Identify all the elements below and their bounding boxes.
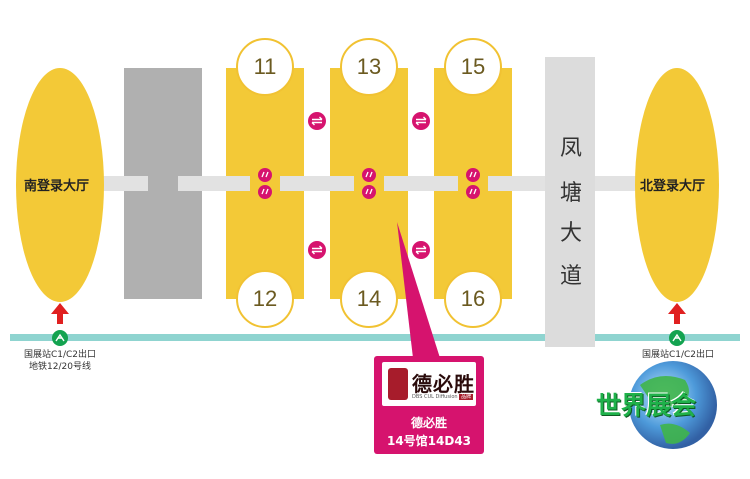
arrow-up-icon bbox=[51, 303, 69, 324]
escalator-icon bbox=[258, 168, 272, 182]
connector-icon bbox=[412, 241, 430, 259]
road-label-char: 凤 bbox=[559, 136, 582, 161]
hall-number-13[interactable]: 13 bbox=[340, 38, 398, 96]
watermark-text: 世界展会 bbox=[596, 391, 697, 420]
arrow-up-icon bbox=[668, 303, 686, 324]
connector-icon bbox=[412, 112, 430, 130]
brand-logo-text: 德必胜 bbox=[412, 372, 475, 396]
hall-number-15[interactable]: 15 bbox=[444, 38, 502, 96]
metro-icon bbox=[669, 330, 685, 346]
exhibitor-name: 德必胜 bbox=[410, 416, 447, 430]
escalator-icon bbox=[466, 185, 480, 199]
exhibitor-callout[interactable]: 德必胜 DBS CUL Diffusion 品牌 德必胜 14号馆14D43 bbox=[374, 356, 484, 454]
connector-icon bbox=[308, 241, 326, 259]
north-station-label: 国展站C1/C2出口 bbox=[636, 349, 720, 361]
escalator-icons bbox=[258, 168, 480, 199]
escalator-icon bbox=[362, 185, 376, 199]
hall-number-11[interactable]: 11 bbox=[236, 38, 294, 96]
south-station-line1: 国展站C1/C2出口 bbox=[23, 350, 97, 360]
escalator-icon bbox=[258, 185, 272, 199]
north-hall-shape[interactable] bbox=[635, 68, 719, 302]
road-label-char: 塘 bbox=[559, 181, 582, 206]
south-hall-shape[interactable] bbox=[16, 68, 104, 302]
north-hall-label: 北登录大厅 bbox=[640, 179, 706, 194]
gray-building-bottom bbox=[124, 191, 202, 299]
brand-tag: 品牌 bbox=[459, 394, 474, 400]
road-label-char: 道 bbox=[559, 264, 582, 289]
metro-icon bbox=[52, 330, 68, 346]
south-station-line2: 地铁12/20号线 bbox=[29, 362, 91, 372]
north-station-line1: 国展站C1/C2出口 bbox=[641, 350, 715, 360]
connector-icon bbox=[308, 112, 326, 130]
brand-logo: 德必胜 DBS CUL Diffusion 品牌 bbox=[382, 362, 476, 406]
gray-building-top bbox=[124, 68, 202, 176]
globe-watermark-icon bbox=[629, 361, 717, 449]
callout-pointer bbox=[397, 222, 440, 358]
connector-icons bbox=[308, 112, 430, 259]
hall-number-14[interactable]: 14 bbox=[340, 270, 398, 328]
hall-number-12[interactable]: 12 bbox=[236, 270, 294, 328]
brand-en: DBS CUL Diffusion bbox=[412, 394, 458, 400]
south-hall-label: 南登录大厅 bbox=[24, 179, 90, 194]
escalator-icon bbox=[466, 168, 480, 182]
brand-seal-icon bbox=[388, 368, 408, 400]
south-station-label: 国展站C1/C2出口 地铁12/20号线 bbox=[20, 349, 100, 373]
road-label-char: 大 bbox=[559, 221, 582, 246]
hall-number-16[interactable]: 16 bbox=[444, 270, 502, 328]
brand-logo-subtext: DBS CUL Diffusion 品牌 bbox=[412, 393, 474, 400]
metro-line bbox=[10, 334, 740, 341]
booth-number: 14号馆14D43 bbox=[386, 434, 472, 448]
escalator-icon bbox=[362, 168, 376, 182]
gray-building-neck bbox=[148, 164, 178, 204]
road-shape bbox=[545, 57, 595, 347]
